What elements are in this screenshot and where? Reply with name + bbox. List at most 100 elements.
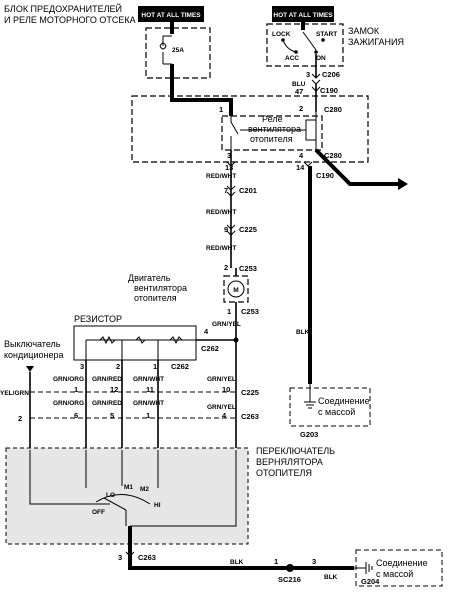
wire-red-wht-3: RED/WHT [206, 245, 236, 252]
pin-1-c253: 1 [227, 307, 231, 316]
pin-10-c225: 10 [222, 385, 230, 394]
hot-at-all-times-badge-ignition [272, 6, 334, 22]
pin-3-c263-bottom: 3 [118, 553, 122, 562]
fuse-relay-block-outline [131, 95, 369, 163]
ignition-lock-label: LOCK [272, 31, 291, 38]
ignition-start-label: START [316, 31, 337, 38]
relay-outline [221, 115, 323, 151]
connector-c253-top: C253 [239, 264, 257, 273]
pin-3-g204: 3 [312, 557, 316, 566]
wire-grn-red-2: GRN/RED [92, 400, 122, 407]
splice-sc216-dot [286, 564, 294, 572]
pin-13-c190: 13 [225, 163, 233, 172]
ground-g204-icon [354, 562, 373, 574]
ignition-contact-start [321, 38, 325, 42]
relay-coil [305, 119, 317, 141]
pin-12-c225: 12 [110, 385, 118, 394]
pin-1-c262: 1 [153, 362, 157, 371]
pin-5-c263: 5 [110, 411, 114, 420]
ignition-contact-on [314, 50, 318, 54]
hot-at-all-times-text-fuse: HOT AT ALL TIMES [141, 12, 201, 19]
switch-ground-wire [128, 526, 354, 570]
motor-label-line2: вентилятора [134, 283, 187, 293]
pin-14-c190: 14 [296, 163, 305, 172]
relay-label-line3: отопителя [250, 134, 293, 144]
pin-9-c225: 9 [224, 225, 228, 234]
wire-grn-wht-2: GRN/WHT [133, 400, 164, 407]
ground-g203-label-line2: с массой [318, 407, 355, 417]
pin-4-c263: 4 [222, 411, 227, 420]
ground-g203-label-line1: Соединение [318, 396, 370, 406]
wire-red-wht-2: RED/WHT [206, 209, 236, 216]
switch-off-label: OFF [92, 509, 105, 516]
ground-g203-outline [289, 387, 371, 427]
ignition-arc [282, 39, 297, 53]
pin-2-c263: 2 [18, 414, 22, 423]
pin-11-c225: 11 [146, 385, 154, 394]
fuse-block-label-line1: БЛОК ПРЕДОХРАНИТЕЛЕЙ [4, 3, 122, 14]
motor-label-line3: отопителя [134, 293, 177, 303]
pin-3-relay: 3 [227, 151, 231, 160]
pin-6-c263: 6 [74, 411, 78, 420]
wire-blk-2: BLK [230, 559, 244, 566]
wire-grn-yel-3: GRN/YEL [207, 404, 236, 411]
hot-at-all-times-badge-fuse [138, 6, 204, 22]
pin-2-c280: 2 [299, 104, 303, 113]
connector-c201-symbol [226, 185, 236, 197]
connector-c253-bottom: C253 [241, 307, 259, 316]
ac-switch-label-line1: Выключатель [4, 339, 61, 349]
ground-g203-icon [304, 384, 316, 409]
ignition-switch-blade [302, 31, 317, 51]
switch-internal-wires [29, 450, 237, 527]
relay-branch-wire [314, 148, 398, 186]
fuse-element [162, 35, 172, 65]
wire-grn-org-1: GRN/ORG [53, 376, 84, 383]
motor-label-line1: Двигатель [128, 273, 171, 283]
switch-lo-label: LO [106, 492, 115, 499]
pin-3-c262: 3 [80, 362, 84, 371]
pin-1-c280: 1 [219, 105, 223, 114]
resistor-zigzag [99, 335, 183, 345]
connector-c280-top: C280 [324, 105, 342, 114]
ac-switch-arrow-icon [26, 366, 34, 372]
wire-grn-red-1: GRN/RED [92, 376, 122, 383]
connector-c225-bottom: C225 [241, 388, 259, 397]
connector-g204: G204 [361, 577, 380, 586]
pin-1-c225: 1 [74, 385, 78, 394]
wire-grn-yel-1: GRN/YEL [212, 321, 241, 328]
motor-icon [227, 280, 245, 298]
connector-c263-top: C263 [241, 412, 259, 421]
blower-switch-label-line3: ОТОПИТЕЛЯ [256, 468, 312, 478]
connector-c262-right: C262 [201, 344, 219, 353]
resistor-output-wires [29, 340, 237, 450]
resistor-outline [73, 325, 197, 361]
ignition-switch-label-line2: ЗАЖИГАНИЯ [348, 37, 404, 47]
switch-m1-label: M1 [124, 484, 133, 491]
connector-g203: G203 [300, 430, 318, 439]
switch-m2-label: M2 [140, 486, 149, 493]
pin-3-c206: 3 [306, 70, 310, 79]
fuse-to-relay-wire [170, 64, 233, 116]
switch-arc [95, 494, 151, 505]
ground-g204-label-line1: Соединение [376, 558, 428, 568]
ignition-on-label: ON [316, 55, 326, 62]
connector-c190-top: C190 [320, 86, 338, 95]
wire-grn-wht-1: GRN/WHT [133, 376, 164, 383]
switch-blade [103, 497, 127, 526]
connector-c225-top: C225 [239, 225, 257, 234]
connector-c206: C206 [322, 70, 340, 79]
blower-switch-panel [5, 447, 249, 545]
pin-1-c263-row: 1 [146, 411, 150, 420]
wire-yel-grn: YEL/GRN [0, 390, 29, 397]
pin-2-c262: 2 [116, 362, 120, 371]
connector-c201: C201 [239, 186, 257, 195]
connector-c190-bottom: C190 [316, 171, 334, 180]
pin-4-c262: 4 [204, 327, 209, 336]
fuse-box-outline [145, 27, 211, 79]
pin-4-relay: 4 [299, 151, 304, 160]
pin-1-sc216: 1 [274, 557, 278, 566]
pin-47-c190: 47 [295, 87, 303, 96]
connector-c263-bottom: C263 [138, 553, 156, 562]
wire-blk-1: BLK [296, 329, 310, 336]
motor-symbol-text: M [233, 287, 238, 294]
